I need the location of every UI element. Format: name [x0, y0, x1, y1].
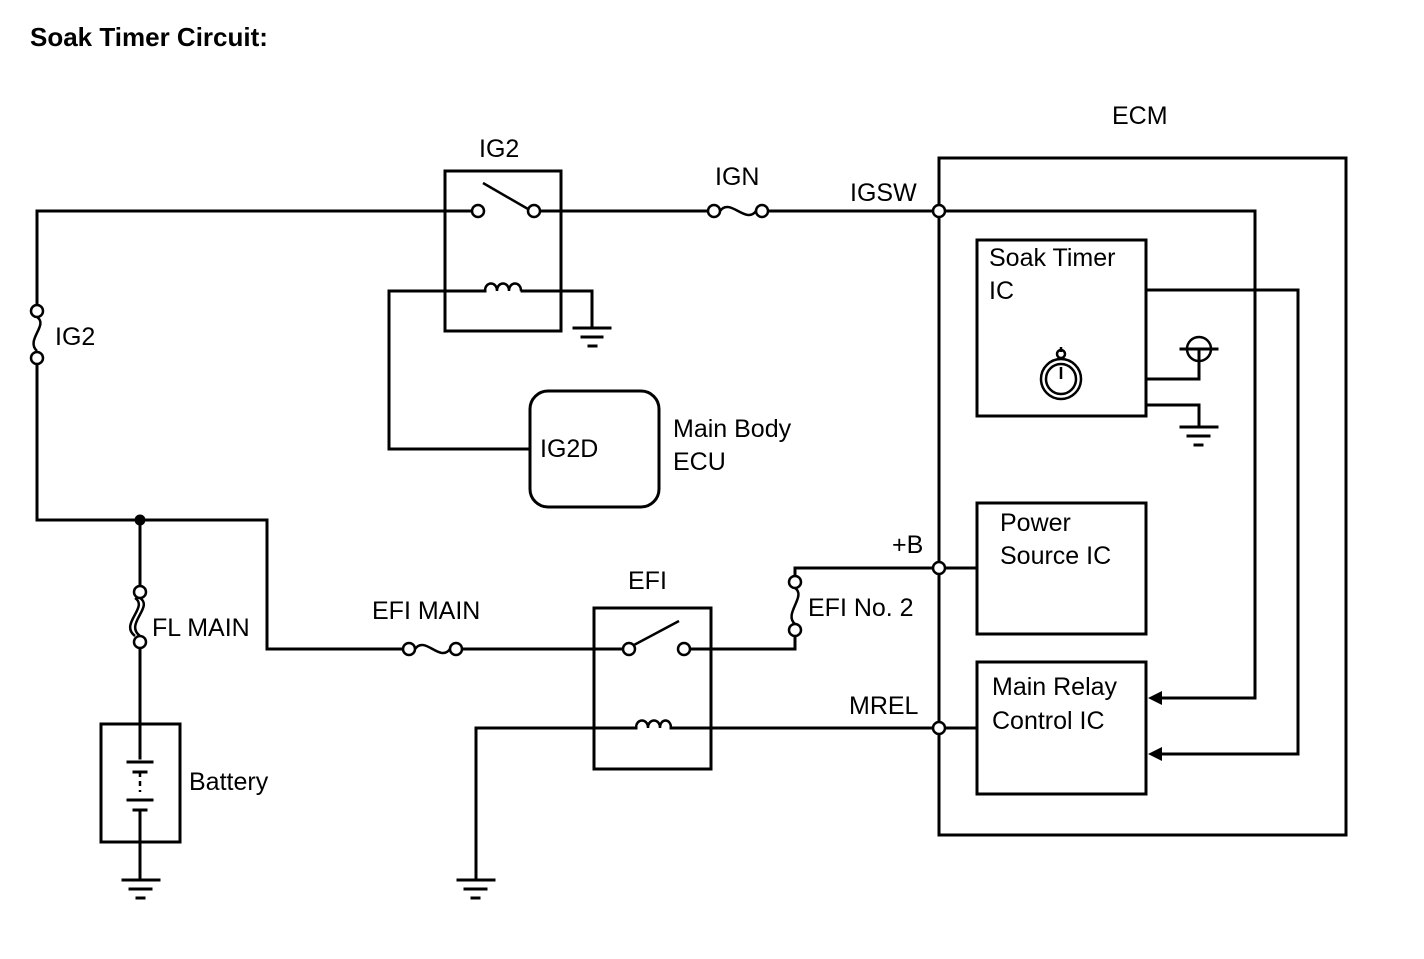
ig2-relay-label: IG2 [479, 135, 519, 163]
efi-no2-label: EFI No. 2 [808, 594, 914, 622]
ig2-relay [443, 169, 563, 333]
main-body-ecu-box [528, 389, 661, 509]
ecm-label: ECM [1112, 102, 1168, 130]
ig2-fuse [29, 303, 45, 366]
battery [99, 722, 182, 844]
wire-coil-to-ecu [387, 289, 532, 451]
main-body-label-line1: Main Body [673, 415, 792, 443]
ign-fuse [706, 203, 770, 219]
arrow-head-soak-timer [1148, 747, 1162, 761]
igsw-terminal [931, 203, 947, 219]
wire-efi-no2-to-b [793, 566, 935, 578]
efi-relay-label: EFI [628, 567, 667, 595]
igsw-label: IGSW [850, 179, 917, 207]
ig2-fuse-label: IG2 [55, 323, 95, 351]
efi-main-label: EFI MAIN [372, 597, 480, 625]
soak-timer-ic-box [975, 238, 1148, 418]
arrow-head-igsw [1148, 691, 1162, 705]
wire-left-lower [35, 362, 406, 651]
mrel-label: MREL [849, 692, 919, 720]
ground-symbol-soak-timer [1179, 425, 1219, 447]
ig2-relay-coil [483, 282, 523, 292]
power-source-ic-box [975, 501, 1148, 636]
ecm-box [937, 156, 1348, 837]
main-relay-label-line2: Control IC [992, 707, 1105, 735]
efi-main-fuse [401, 641, 464, 657]
main-body-label-line2: ECU [673, 448, 726, 476]
wire-efi-coil-ground [474, 726, 638, 879]
wire-soak-timer-to-main-relay [1146, 288, 1300, 756]
power-source-label-line2: Source IC [1000, 542, 1111, 570]
efi-relay-coil [634, 719, 673, 729]
ig2d-label: IG2D [540, 435, 598, 463]
ground-symbol-efi [456, 878, 496, 900]
plus-b-terminal [931, 560, 947, 576]
ground-symbol-battery [121, 878, 161, 900]
efi-no2-fuse [787, 574, 803, 638]
wire-efi-relay-out [688, 634, 797, 651]
wires [35, 209, 1300, 879]
junction-dot [134, 514, 146, 526]
battery-label: Battery [189, 768, 269, 796]
backup-power-symbol [1179, 335, 1219, 363]
soak-timer-label-line1: Soak Timer [989, 244, 1115, 272]
wire-ig2-coil [387, 289, 594, 327]
wire-igsw-internal [944, 209, 1257, 700]
fl-main-label: FL MAIN [152, 614, 250, 642]
ground-symbol-ig2 [572, 326, 612, 348]
main-relay-label-line1: Main Relay [992, 673, 1118, 701]
efi-relay [592, 606, 713, 771]
mrel-terminal [931, 720, 947, 736]
soak-timer-label-line2: IC [989, 277, 1014, 305]
diagram-title: Soak Timer Circuit: [30, 22, 268, 52]
ign-fuse-label: IGN [715, 163, 759, 191]
plus-b-label: +B [892, 531, 923, 559]
wire-soak-timer-to-ground [1146, 403, 1201, 426]
wire-soak-timer-to-backup [1146, 347, 1201, 381]
stopwatch-icon [1039, 347, 1083, 401]
fl-main-fusible-link [128, 584, 148, 650]
power-source-label-line1: Power [1000, 509, 1071, 537]
main-relay-control-ic-box [975, 660, 1148, 796]
